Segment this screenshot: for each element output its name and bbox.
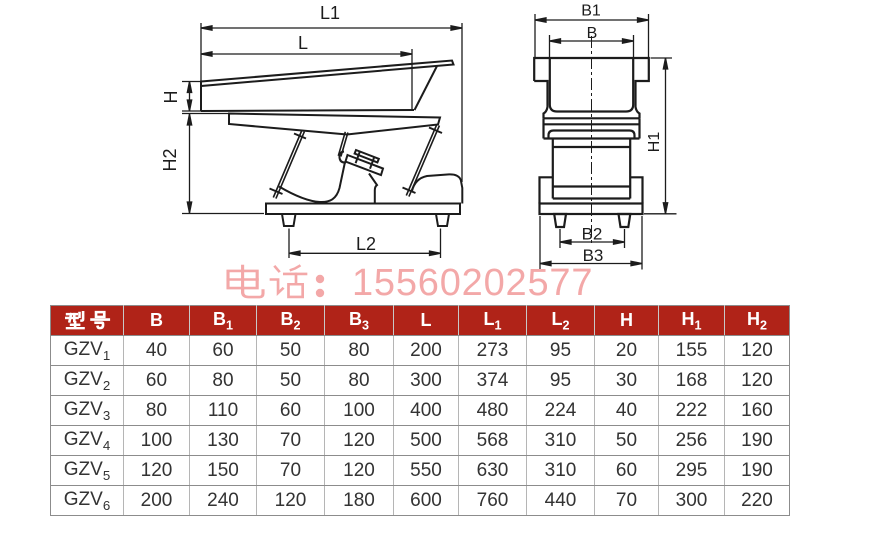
- svg-text:L: L: [298, 33, 308, 53]
- svg-text:H2: H2: [160, 148, 180, 171]
- svg-text:B3: B3: [583, 246, 604, 265]
- svg-text:B: B: [587, 25, 598, 42]
- svg-text:H1: H1: [646, 132, 663, 153]
- svg-text:L2: L2: [356, 234, 376, 254]
- svg-text:B2: B2: [582, 225, 603, 244]
- svg-text:B1: B1: [581, 3, 601, 20]
- svg-text:15560202577: 15560202577: [352, 262, 593, 300]
- svg-text:L1: L1: [320, 3, 340, 23]
- svg-text:H: H: [161, 91, 181, 104]
